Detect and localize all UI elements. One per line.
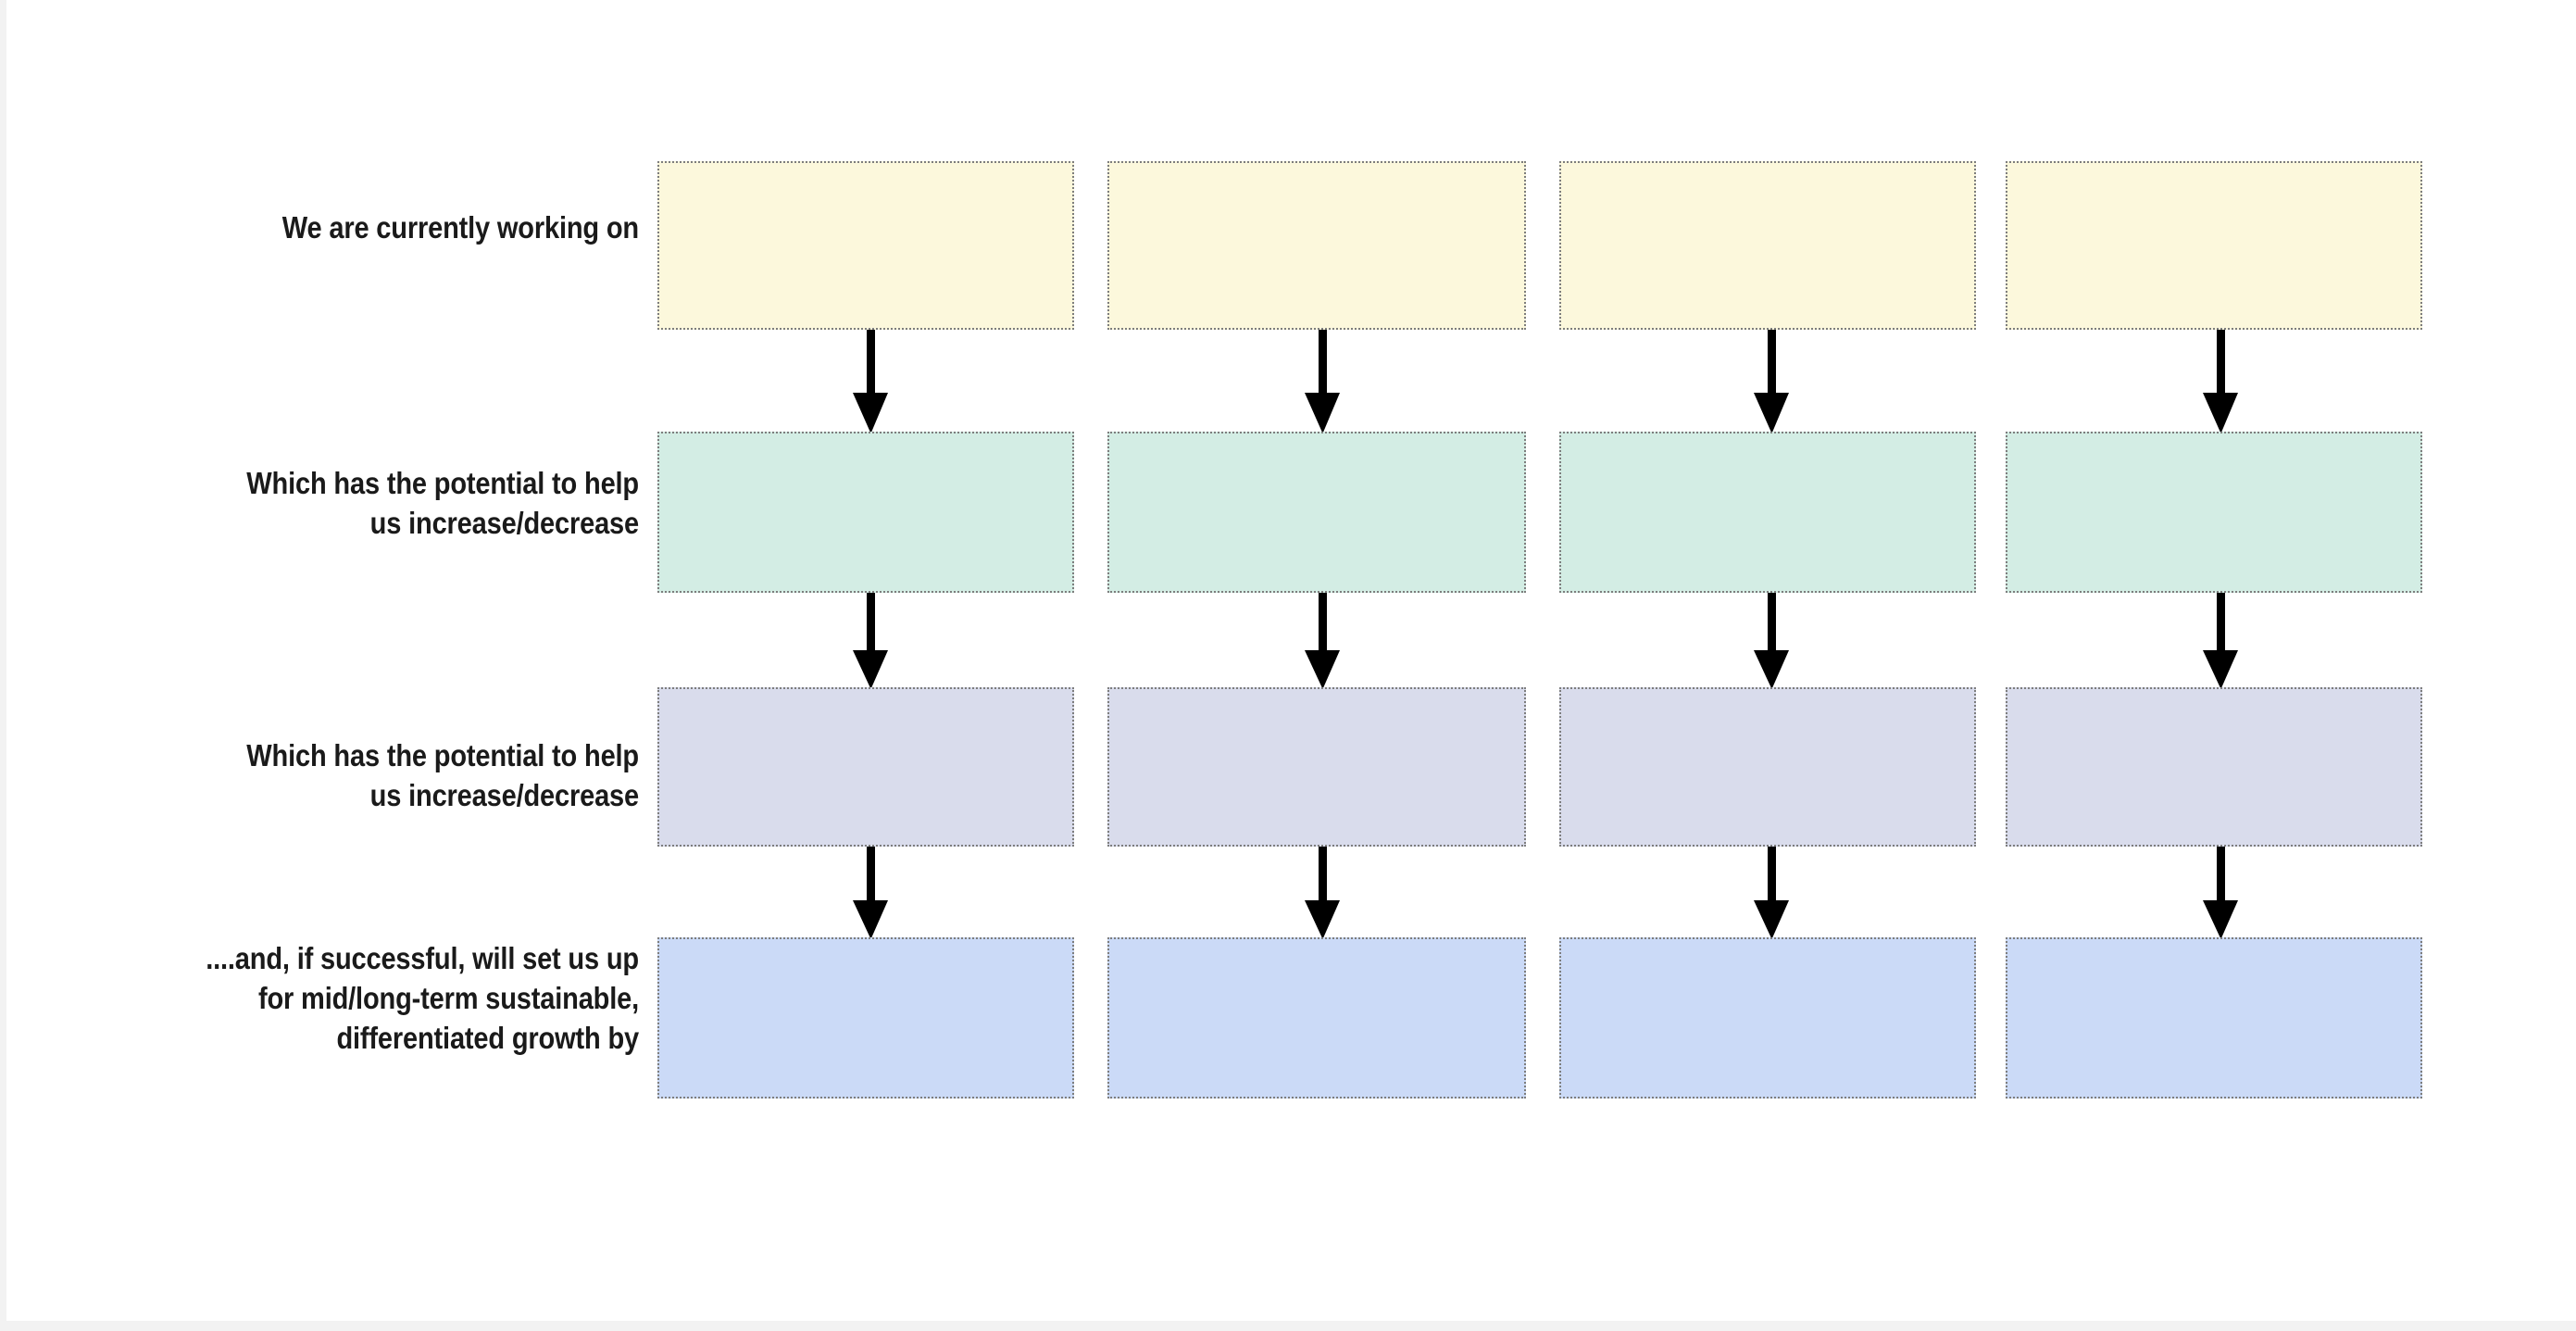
cell-row2-col1[interactable] — [657, 432, 1074, 593]
arrow-col3-row1-row2 — [1736, 330, 1807, 433]
arrow-col2-row3-row4 — [1287, 847, 1357, 939]
cell-row1-col3[interactable] — [1559, 161, 1976, 330]
arrow-col3-row2-row3 — [1736, 593, 1807, 689]
cell-row4-col3[interactable] — [1559, 937, 1976, 1099]
row-label-4: ....and, if successful, will set us up f… — [206, 941, 639, 1055]
cell-row3-col2[interactable] — [1107, 687, 1526, 847]
page-bottom-gutter — [0, 1321, 2576, 1331]
cell-row4-col2[interactable] — [1107, 937, 1526, 1099]
arrow-col2-row1-row2 — [1287, 330, 1357, 433]
arrow-col1-row2-row3 — [835, 593, 906, 689]
arrow-col1-row1-row2 — [835, 330, 906, 433]
cell-row1-col1[interactable] — [657, 161, 1074, 330]
arrow-col4-row3-row4 — [2185, 847, 2256, 939]
arrow-col1-row3-row4 — [835, 847, 906, 939]
cell-row4-col4[interactable] — [2006, 937, 2422, 1099]
cell-row1-col2[interactable] — [1107, 161, 1526, 330]
cell-row3-col4[interactable] — [2006, 687, 2422, 847]
page-left-gutter — [0, 0, 6, 1331]
arrow-col4-row2-row3 — [2185, 593, 2256, 689]
cell-row2-col2[interactable] — [1107, 432, 1526, 593]
arrow-col2-row2-row3 — [1287, 593, 1357, 689]
cell-row3-col3[interactable] — [1559, 687, 1976, 847]
cell-row2-col4[interactable] — [2006, 432, 2422, 593]
cell-row4-col1[interactable] — [657, 937, 1074, 1099]
row-label-1: We are currently working on — [281, 210, 639, 245]
arrow-col3-row3-row4 — [1736, 847, 1807, 939]
row-label-2: Which has the potential to help us incre… — [246, 466, 639, 540]
cell-row1-col4[interactable] — [2006, 161, 2422, 330]
cell-row3-col1[interactable] — [657, 687, 1074, 847]
arrow-col4-row1-row2 — [2185, 330, 2256, 433]
cell-row2-col3[interactable] — [1559, 432, 1976, 593]
row-label-3: Which has the potential to help us incre… — [246, 738, 639, 812]
